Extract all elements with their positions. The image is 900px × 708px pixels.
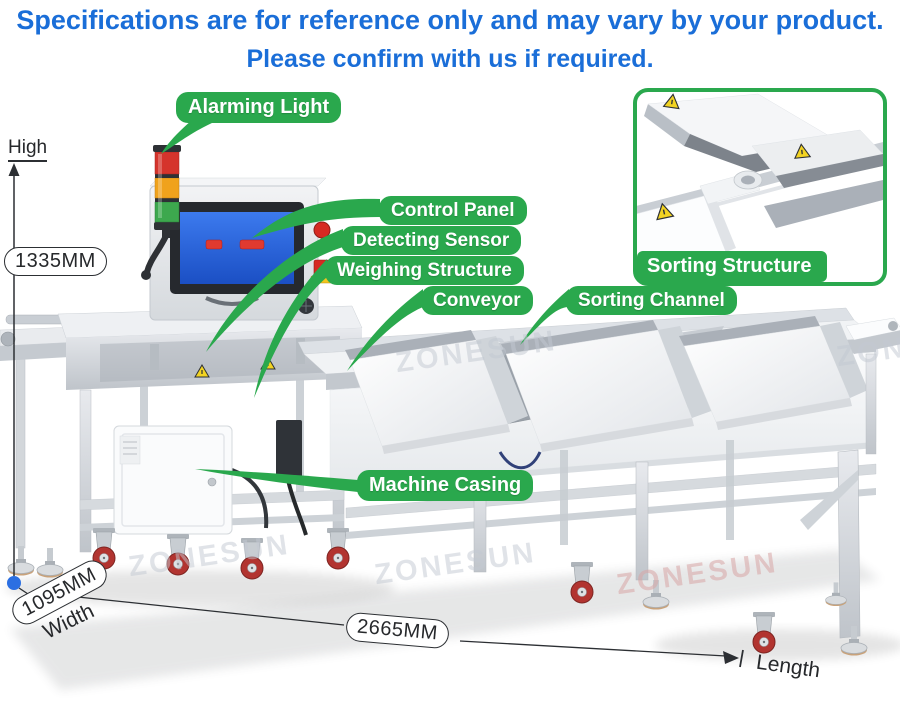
sorting-structure-inset (633, 88, 887, 286)
callout-machine-casing: Machine Casing (357, 470, 534, 501)
callout-control-panel: Control Panel (379, 196, 527, 225)
callout-detecting-sensor: Detecting Sensor (341, 226, 522, 255)
disclaimer-line-1: Specifications are for reference only an… (16, 5, 884, 35)
height-axis-label: High (8, 137, 48, 162)
sorting-conveyor-machine (297, 307, 900, 656)
callout-sorting-channel: Sorting Channel (566, 286, 737, 315)
dimension-annotations (7, 163, 744, 668)
checkweigher-machine (36, 145, 363, 580)
callout-conveyor: Conveyor (421, 286, 533, 315)
height-dimension: 1335MM (4, 247, 107, 276)
inset-caption: Sorting Structure (637, 251, 828, 282)
callout-alarming-light: Alarming Light (176, 92, 342, 123)
callout-tails (161, 120, 569, 492)
disclaimer-line-2: Please confirm with us if required. (246, 45, 654, 73)
callout-weighing-structure: Weighing Structure (325, 256, 524, 285)
floor-shadow (5, 550, 900, 690)
